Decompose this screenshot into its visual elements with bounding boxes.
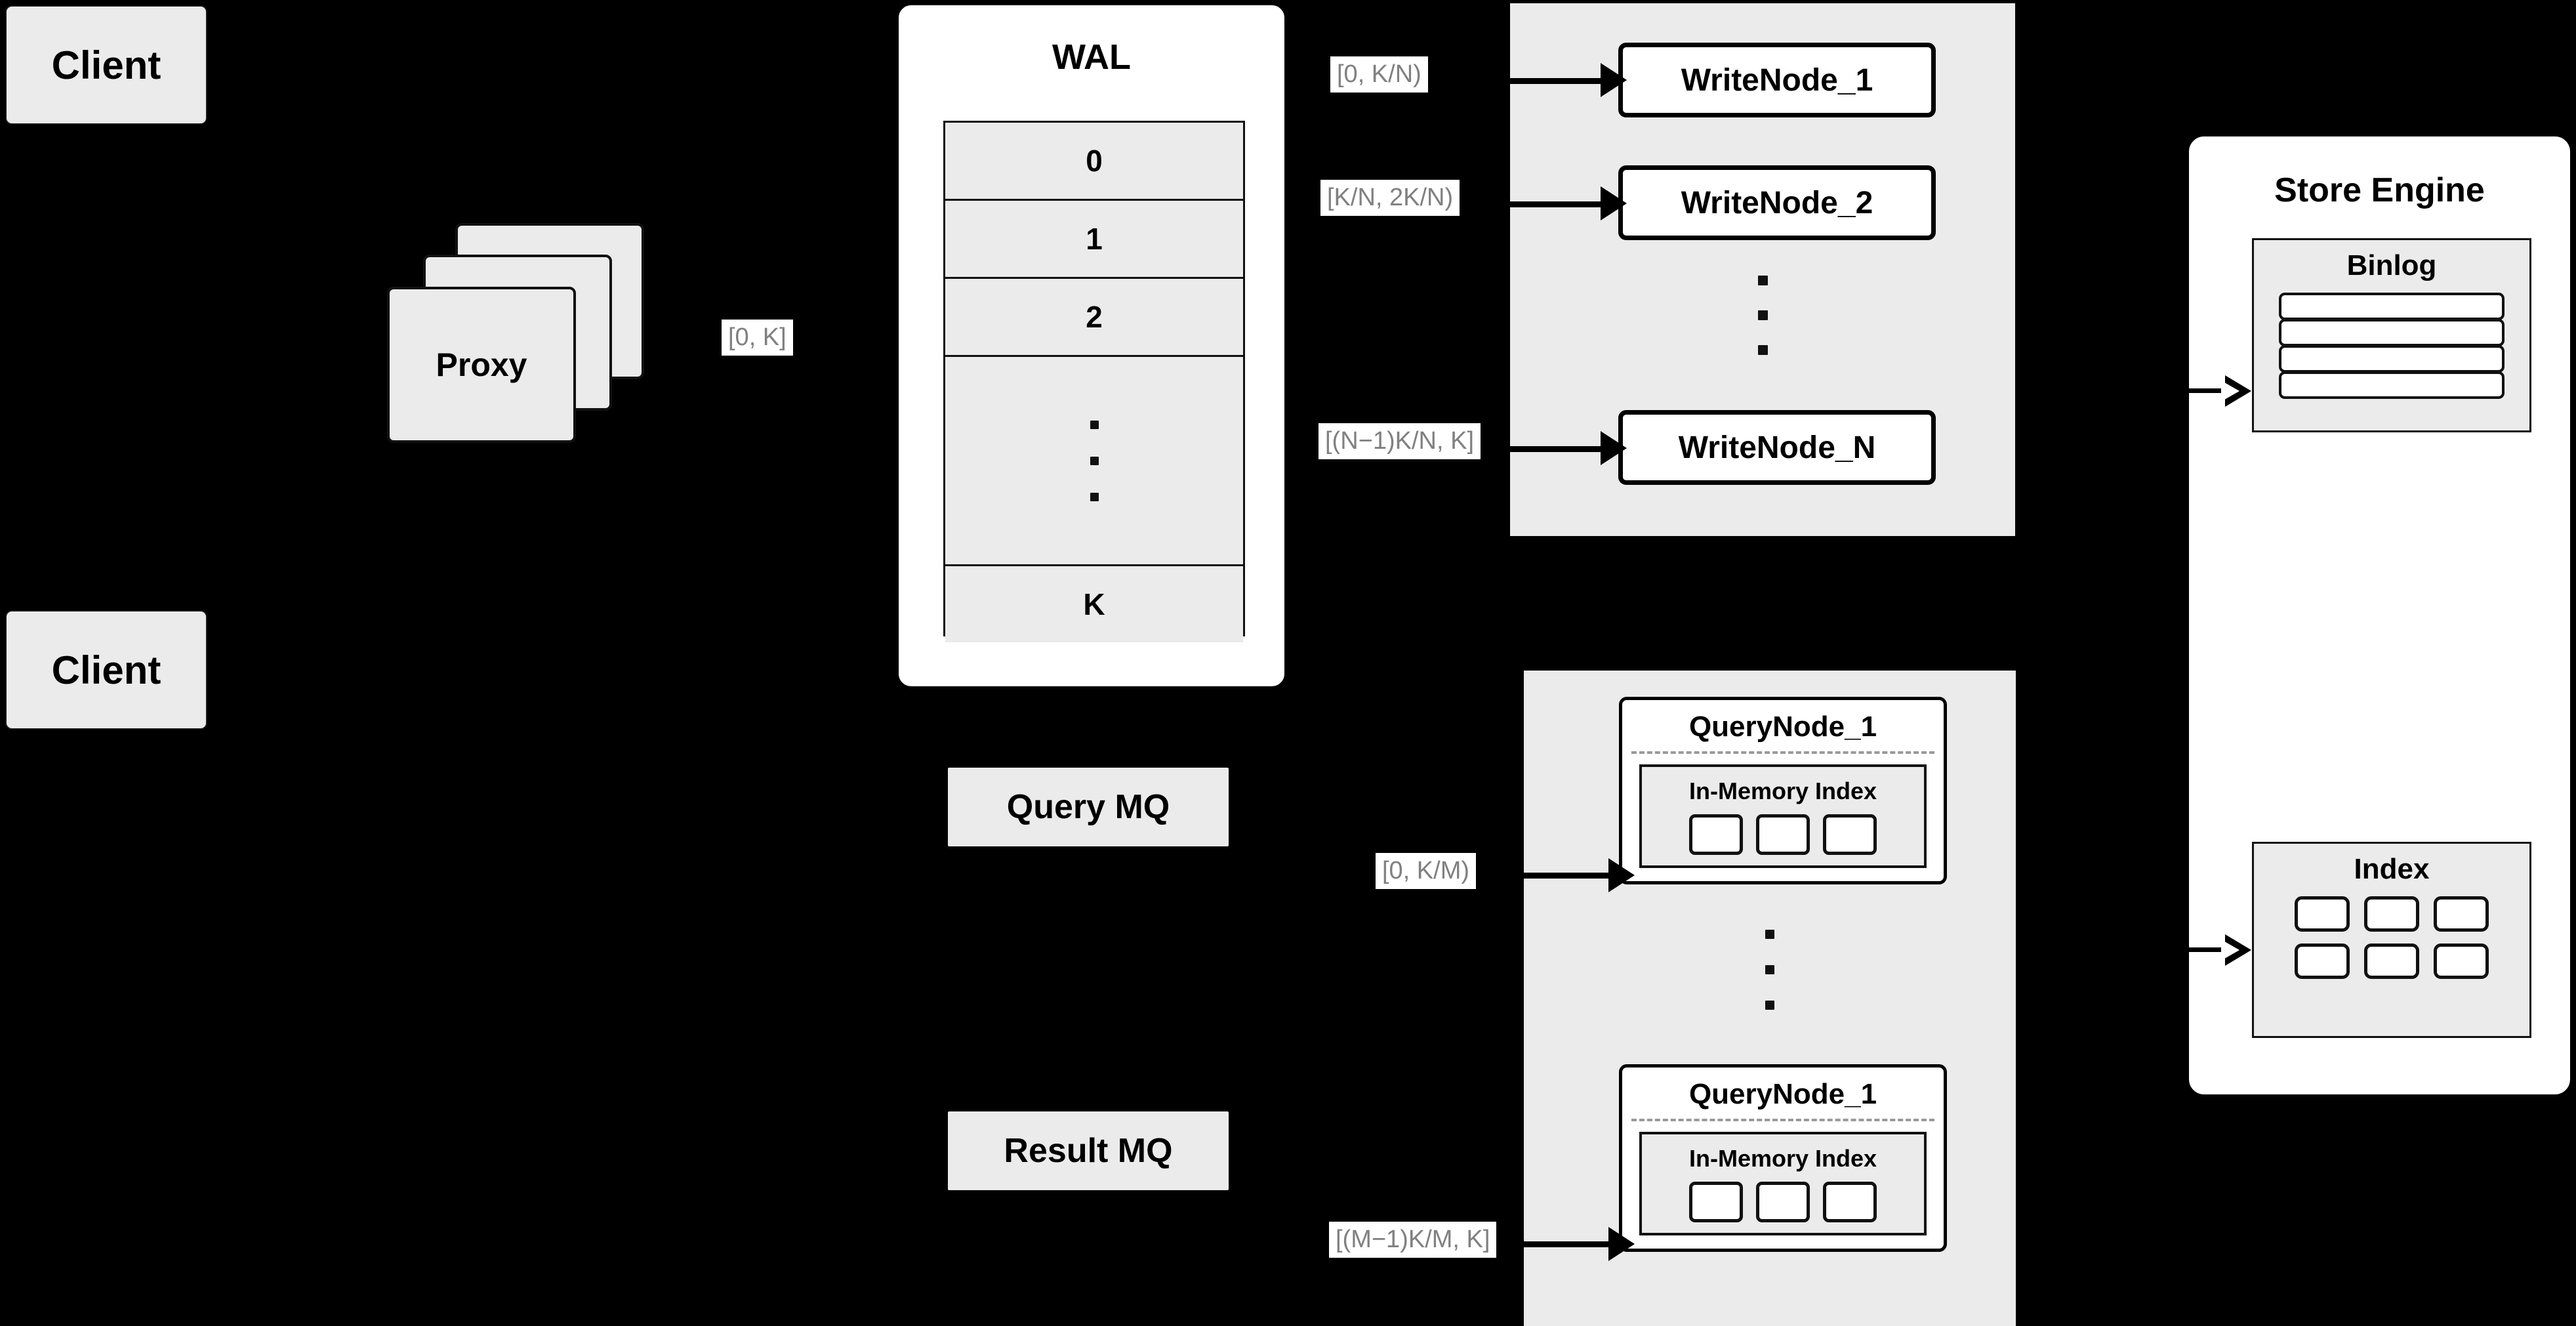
proxy-stack[interactable]: Proxy <box>384 213 646 443</box>
ellipsis-dot <box>1757 345 1768 355</box>
query-node-ellipsis <box>1524 930 2016 1010</box>
client-label: Client <box>51 43 161 87</box>
result-mq-box[interactable]: Result MQ <box>947 1110 1230 1191</box>
binlog-rows <box>2254 293 2529 399</box>
arrow-to-binlog <box>2178 388 2232 393</box>
query-node-m-range-label: [(M−1)K/M, K] <box>1329 1222 1497 1258</box>
in-memory-index-2: In-Memory Index <box>1639 1132 1927 1235</box>
write-node-n-range-label: [(N−1)K/N, K] <box>1319 423 1481 459</box>
arrow-head-icon <box>1601 431 1627 465</box>
query-node-label: QueryNode_1 <box>1688 1078 1877 1110</box>
index-cell[interactable] <box>2434 896 2489 932</box>
wal-panel: WAL 0 1 2 K <box>897 3 1286 688</box>
query-node-1[interactable]: QueryNode_1 In-Memory Index <box>1619 697 1947 884</box>
client-label: Client <box>51 648 161 692</box>
wal-row[interactable]: 2 <box>945 279 1243 357</box>
in-memory-index-cells <box>1642 1182 1924 1222</box>
arrow-to-query-node-m <box>1519 1241 1612 1247</box>
write-node-1[interactable]: WriteNode_1 <box>1618 43 1936 117</box>
index-cell[interactable] <box>2295 943 2350 979</box>
write-node-cluster-panel: WriteNode_1 WriteNode_2 WriteNode_N <box>1510 3 2015 536</box>
write-node-2[interactable]: WriteNode_2 <box>1618 165 1936 240</box>
wal-row[interactable]: K <box>945 566 1243 642</box>
arrow-to-index <box>2178 947 2232 952</box>
arrow-head-icon <box>1601 63 1627 97</box>
write-node-ellipsis <box>1510 276 2015 355</box>
ellipsis-dot <box>1090 420 1099 429</box>
ellipsis-dot <box>1090 492 1099 501</box>
index-cell[interactable] <box>1756 814 1810 855</box>
binlog-row[interactable] <box>2279 345 2504 373</box>
query-node-cluster-panel: QueryNode_1 In-Memory Index QueryNode_1 … <box>1524 671 2016 1326</box>
in-memory-index-1: In-Memory Index <box>1639 764 1927 868</box>
write-node-2-range-label: [K/N, 2K/N) <box>1320 180 1460 216</box>
wal-row-ellipsis <box>945 357 1243 566</box>
index-cell[interactable] <box>2434 943 2489 979</box>
write-node-label: WriteNode_1 <box>1681 62 1873 98</box>
wal-table: 0 1 2 K <box>943 121 1245 642</box>
arrow-head-icon <box>1608 1227 1635 1261</box>
in-memory-index-title: In-Memory Index <box>1688 1145 1877 1172</box>
ellipsis-dot <box>1765 965 1774 974</box>
query-node-m[interactable]: QueryNode_1 In-Memory Index <box>1619 1064 1947 1252</box>
divider <box>1631 751 1934 754</box>
binlog-row[interactable] <box>2279 371 2504 399</box>
proxy-label: Proxy <box>436 346 527 383</box>
write-node-label: WriteNode_2 <box>1681 185 1873 220</box>
index-cell[interactable] <box>1689 1182 1743 1222</box>
ellipsis-dot <box>1757 310 1768 320</box>
ellipsis-dot <box>1765 930 1774 939</box>
store-engine-title: Store Engine <box>2274 171 2485 209</box>
ellipsis-dot <box>1765 1001 1774 1010</box>
ellipsis-dot <box>1757 276 1768 285</box>
wal-row[interactable]: 1 <box>945 201 1243 279</box>
query-node-label: QueryNode_1 <box>1688 711 1877 743</box>
wal-row[interactable]: 0 <box>945 123 1243 201</box>
index-section: Index <box>2252 842 2531 1038</box>
index-cell[interactable] <box>1823 1182 1877 1222</box>
arrow-head-icon <box>1601 186 1627 220</box>
in-memory-index-title: In-Memory Index <box>1688 777 1877 804</box>
in-memory-index-cells <box>1642 814 1924 855</box>
index-title: Index <box>2354 853 2430 885</box>
index-cell[interactable] <box>2364 896 2419 932</box>
index-cell[interactable] <box>1823 814 1877 855</box>
index-cell[interactable] <box>1689 814 1743 855</box>
index-grid <box>2254 896 2529 979</box>
binlog-row[interactable] <box>2279 293 2504 320</box>
write-node-1-range-label: [0, K/N) <box>1330 56 1428 93</box>
query-node-1-range-label: [0, K/M) <box>1376 853 1477 889</box>
binlog-title: Binlog <box>2346 249 2437 281</box>
arrow-to-query-node-1 <box>1519 873 1612 879</box>
index-cell[interactable] <box>2364 943 2419 979</box>
query-mq-box[interactable]: Query MQ <box>947 766 1230 848</box>
arrow-to-write-node-1 <box>1507 78 1605 84</box>
index-cell[interactable] <box>2295 896 2350 932</box>
write-node-n[interactable]: WriteNode_N <box>1618 410 1936 485</box>
arrow-head-open-icon <box>2221 934 2251 966</box>
index-cell[interactable] <box>1756 1182 1810 1222</box>
proxy-card-front[interactable]: Proxy <box>387 287 576 443</box>
proxy-range-label: [0, K] <box>722 320 793 356</box>
client-box-2[interactable]: Client <box>5 610 207 730</box>
wal-title: WAL <box>1052 37 1131 77</box>
arrow-to-write-node-n <box>1507 446 1605 452</box>
binlog-section: Binlog <box>2252 238 2531 432</box>
binlog-row[interactable] <box>2279 319 2504 346</box>
write-node-label: WriteNode_N <box>1678 430 1876 465</box>
arrow-head-open-icon <box>2221 375 2251 407</box>
divider <box>1631 1119 1934 1121</box>
result-mq-label: Result MQ <box>1004 1132 1173 1170</box>
arrow-head-icon <box>1608 858 1635 892</box>
client-box-1[interactable]: Client <box>5 5 207 125</box>
query-mq-label: Query MQ <box>1006 788 1170 826</box>
ellipsis-dot <box>1090 456 1099 465</box>
arrow-to-write-node-2 <box>1507 201 1605 207</box>
